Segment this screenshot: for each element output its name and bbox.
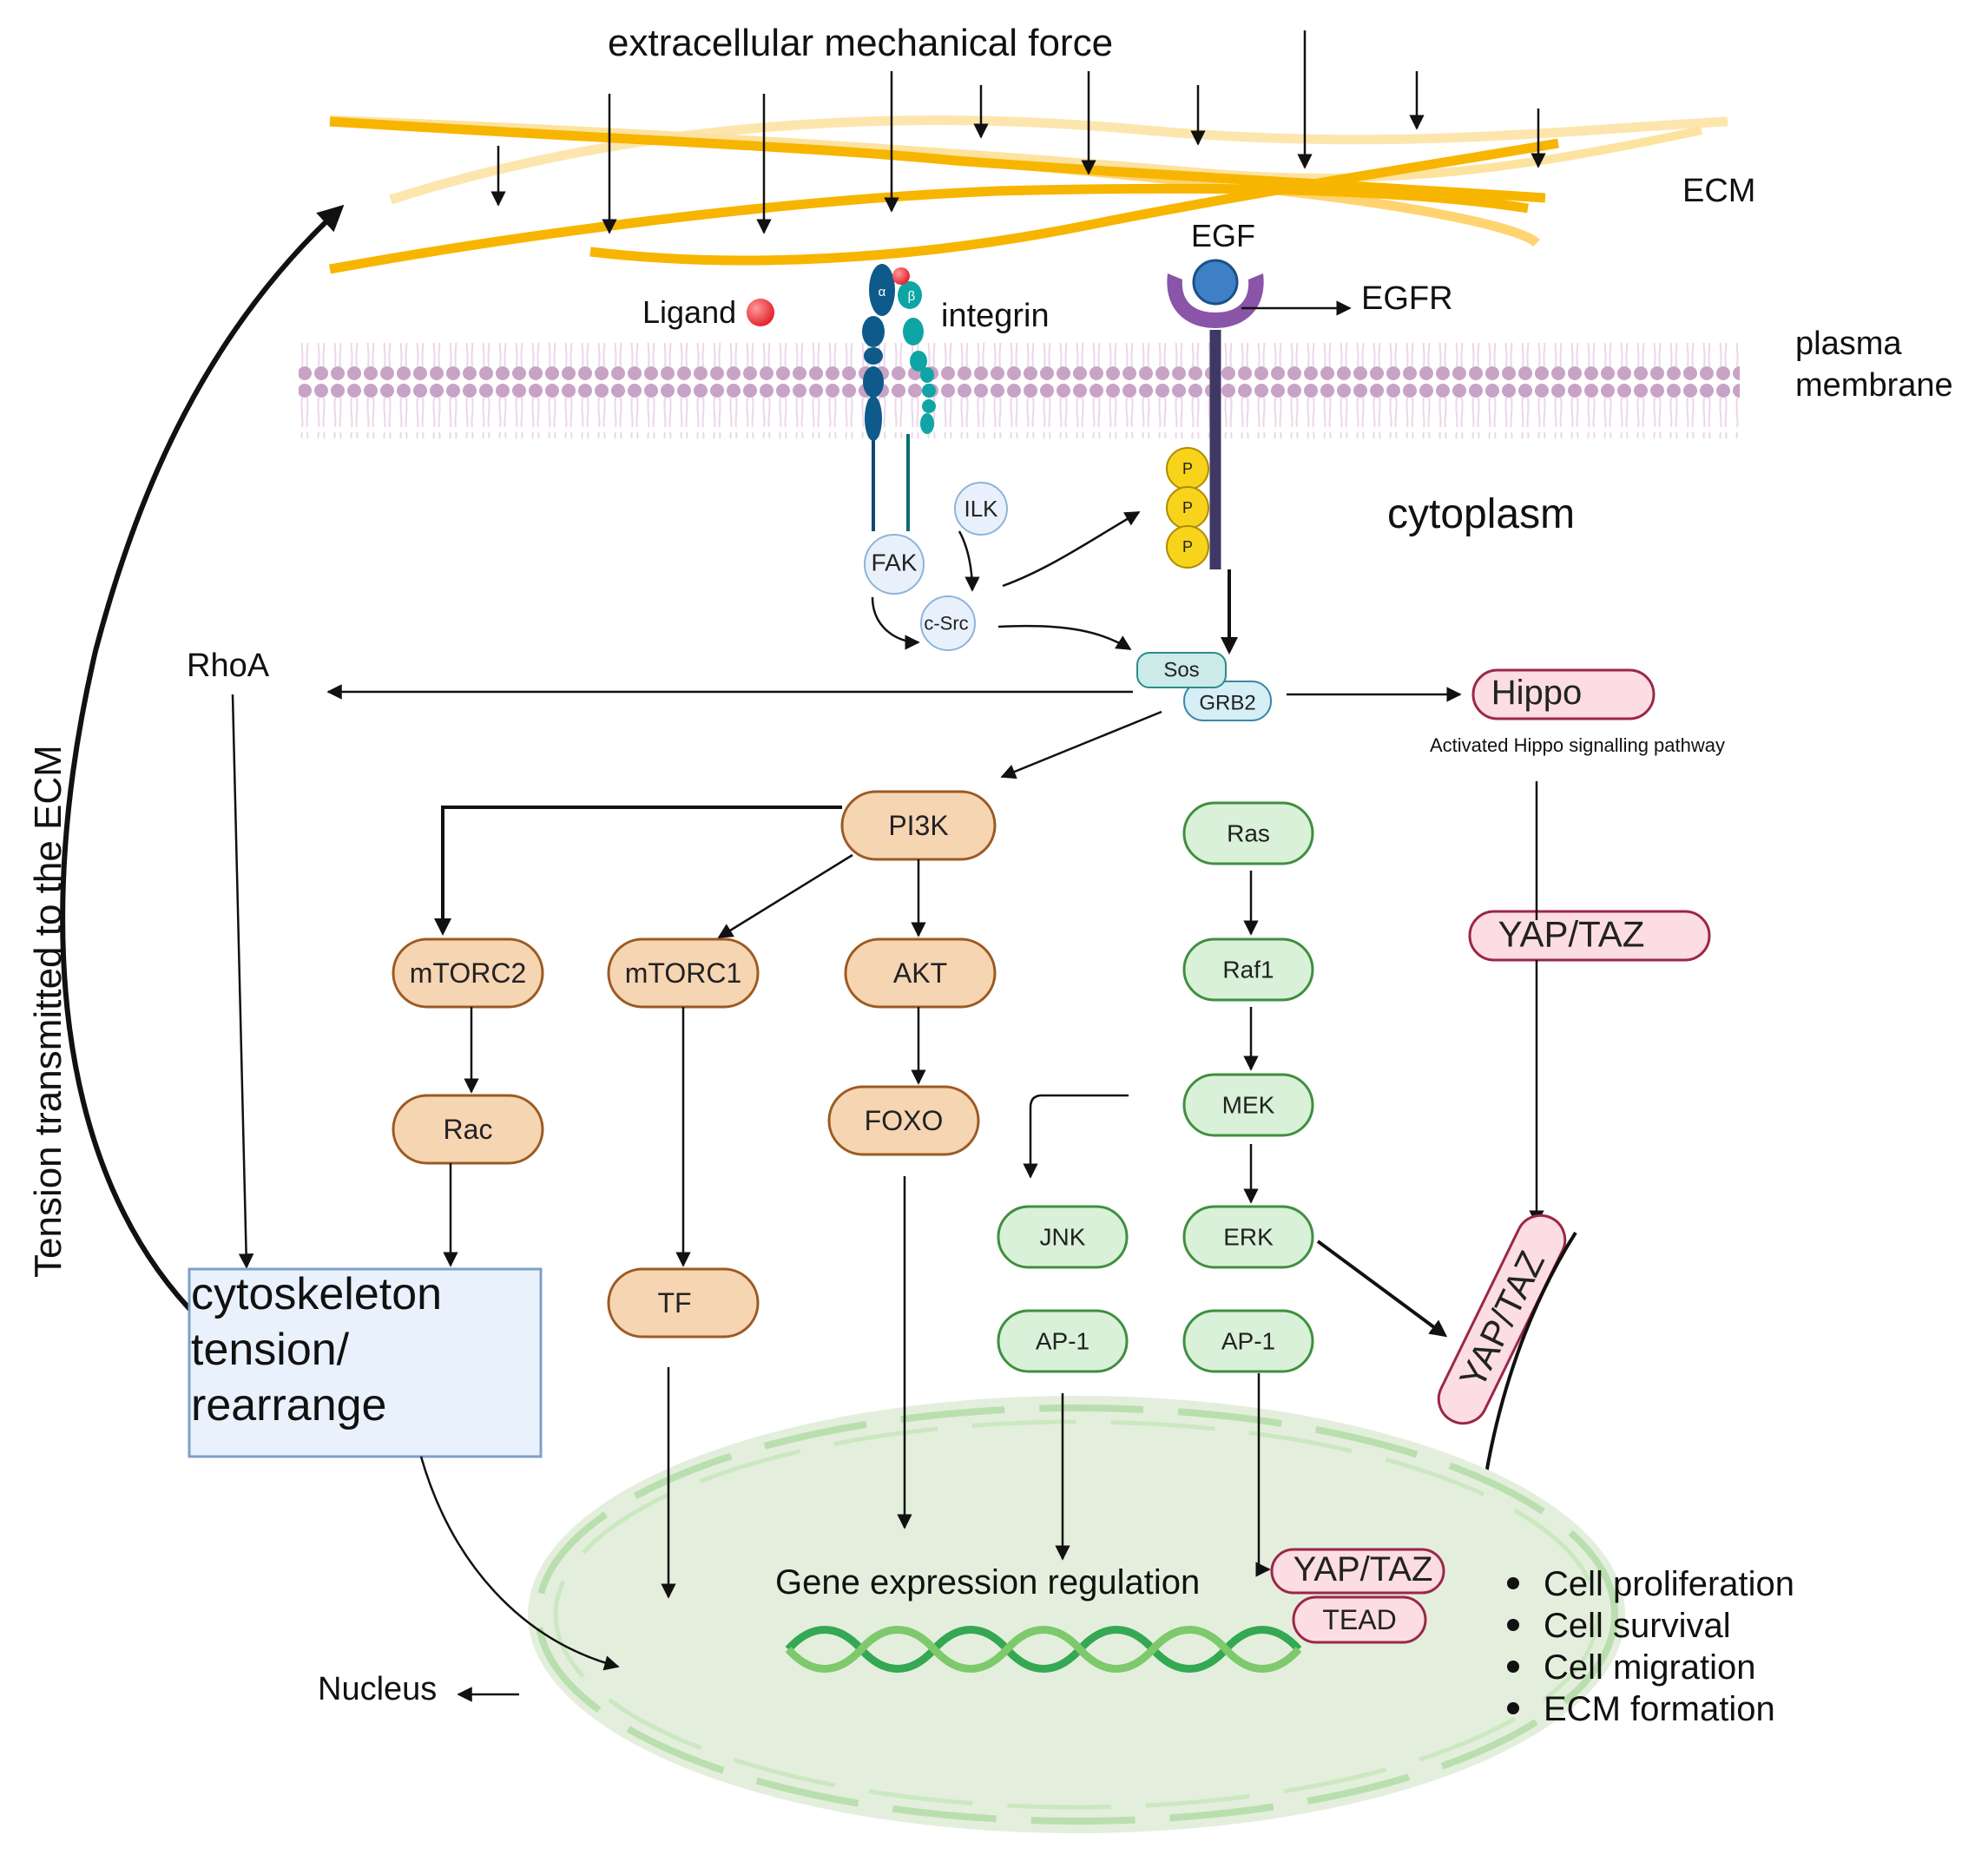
mapk-arrows xyxy=(1023,871,1448,1577)
grb2-label: GRB2 xyxy=(1199,692,1255,715)
outcome-item: Cell proliferation xyxy=(1544,1565,1794,1603)
fak-node xyxy=(864,534,925,595)
ecm-label: ECM xyxy=(1682,173,1755,209)
yaptaz-top-label: YAP/TAZ xyxy=(1498,914,1645,955)
plasma-membrane-label-1: plasma xyxy=(1795,326,1902,362)
integrin-label: integrin xyxy=(941,298,1050,334)
integrin-receptor: α β xyxy=(862,264,936,531)
rhoa-arrow xyxy=(231,694,254,1269)
cytoplasm-label: cytoplasm xyxy=(1387,491,1575,537)
outcome-list: Cell proliferation Cell survival Cell mi… xyxy=(1507,1565,1794,1728)
raf1-label: Raf1 xyxy=(1222,957,1274,983)
pi3k-label: PI3K xyxy=(888,810,948,841)
integrin-beta-label: β xyxy=(908,289,916,304)
hippo-node xyxy=(1471,668,1656,720)
ecm-fibers xyxy=(329,115,1728,274)
sos-node xyxy=(1136,652,1227,688)
tead-label: TEAD xyxy=(1322,1604,1396,1635)
yaptaz-nucleus-label: YAP/TAZ xyxy=(1294,1550,1433,1588)
phosphate-1: P xyxy=(1182,460,1193,477)
phosphate-group: P P P xyxy=(1166,447,1209,569)
ras-node xyxy=(1182,801,1314,865)
cytoskeleton-label-2: tension/ xyxy=(191,1325,350,1375)
tead-node xyxy=(1292,1595,1427,1644)
egfr-receptor xyxy=(1167,259,1264,569)
ap1-left-node xyxy=(997,1309,1129,1373)
sos-label: Sos xyxy=(1163,659,1199,682)
pi3k-arrows xyxy=(419,806,926,1671)
yaptaz-top-node xyxy=(1468,910,1711,962)
mek-label: MEK xyxy=(1222,1092,1275,1119)
csrc-node xyxy=(920,595,976,651)
rac-node xyxy=(392,1094,544,1165)
fak-label: FAK xyxy=(872,549,918,576)
cytoskeleton-label-1: cytoskeleton xyxy=(191,1269,442,1319)
outcome-item: Cell migration xyxy=(1544,1648,1756,1687)
upper-arrows xyxy=(326,510,1462,779)
mek-node xyxy=(1182,1073,1314,1137)
mapk-branch: Ras Raf1 MEK ERK AP-1 JNK AP-1 xyxy=(997,801,1314,1373)
outcome-item: ECM formation xyxy=(1544,1690,1775,1728)
plasma-membrane-label-2: membrane xyxy=(1795,367,1953,404)
tension-arrow xyxy=(60,204,345,1322)
nucleus-label: Nucleus xyxy=(318,1671,437,1707)
mtorc1-label: mTORC1 xyxy=(625,957,742,989)
integrin-alpha-label: α xyxy=(879,285,886,299)
egf-label: EGF xyxy=(1191,218,1255,253)
jnk-node xyxy=(997,1205,1129,1269)
yaptaz-rotated-node xyxy=(1437,1214,1567,1425)
ilk-node xyxy=(954,482,1008,536)
foxo-label: FOXO xyxy=(865,1105,944,1136)
force-arrows xyxy=(490,30,1546,234)
akt-label: AKT xyxy=(893,957,947,989)
grb2-node xyxy=(1183,681,1272,721)
outcome-item: Cell survival xyxy=(1544,1607,1731,1645)
csrc-label: c-Src xyxy=(924,613,968,635)
pi3k-branch: PI3K mTORC2 mTORC1 AKT Rac FOXO TF xyxy=(392,790,997,1339)
phosphate-3: P xyxy=(1182,538,1193,556)
erk-label: ERK xyxy=(1223,1224,1274,1251)
tf-label: TF xyxy=(657,1287,691,1319)
tension-label: Tension transmitted to the ECM xyxy=(27,745,69,1278)
rac-label: Rac xyxy=(444,1114,493,1145)
cytoskeleton-box xyxy=(188,1267,543,1458)
ras-label: Ras xyxy=(1227,820,1270,847)
hippo-label: Hippo xyxy=(1491,674,1583,712)
ap1-left-label: AP-1 xyxy=(1036,1328,1089,1355)
dna-helix xyxy=(785,1626,1302,1673)
erk-node xyxy=(1182,1205,1314,1269)
mtorc2-node xyxy=(392,937,544,1009)
force-label: extracellular mechanical force xyxy=(608,22,1113,64)
nucleus xyxy=(528,1396,1625,1833)
jnk-label: JNK xyxy=(1040,1224,1086,1251)
ilk-label: ILK xyxy=(964,496,998,522)
ap1-right-label: AP-1 xyxy=(1221,1328,1275,1355)
rhoa-label: RhoA xyxy=(187,648,270,684)
egfr-label: EGFR xyxy=(1361,280,1453,317)
ligand-dot xyxy=(747,299,774,326)
phosphate-2: P xyxy=(1182,499,1193,516)
ligand-label: Ligand xyxy=(642,294,736,330)
hippo-caption: Activated Hippo signalling pathway xyxy=(1430,734,1725,756)
yaptaz-nucleus-node xyxy=(1270,1548,1445,1595)
foxo-node xyxy=(827,1085,980,1156)
raf1-node xyxy=(1182,937,1314,1002)
tf-node xyxy=(607,1267,760,1339)
cytoskeleton-label-3: rearrange xyxy=(191,1380,386,1431)
gene-expression-label: Gene expression regulation xyxy=(775,1563,1200,1602)
mtorc2-label: mTORC2 xyxy=(410,957,527,989)
akt-node xyxy=(844,937,997,1009)
ap1-right-node xyxy=(1182,1309,1314,1373)
plasma-membrane xyxy=(299,343,1740,438)
